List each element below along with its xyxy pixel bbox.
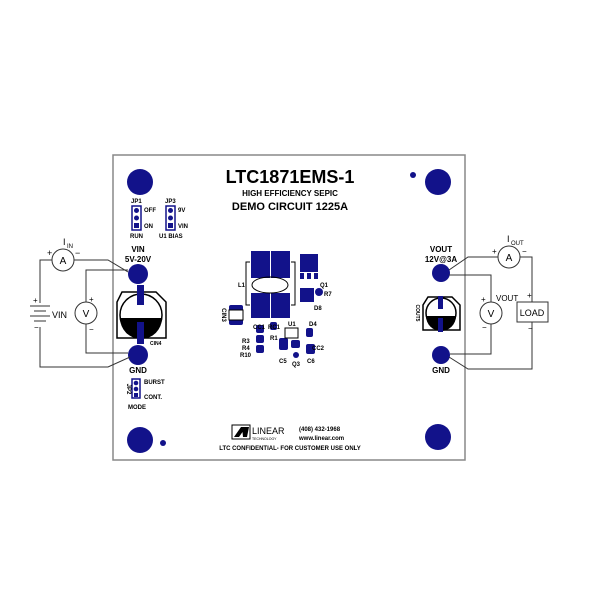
minus-sign: − <box>482 323 487 332</box>
mode-label: MODE <box>128 405 146 411</box>
r4-label: R4 <box>242 346 250 352</box>
output-wiring <box>448 256 533 370</box>
confidential-notice: LTC CONFIDENTIAL- FOR CUSTOMER USE ONLY <box>219 446 361 452</box>
plus-sign: + <box>492 247 497 256</box>
minus-sign: − <box>75 248 80 258</box>
iout-subscript: OUT <box>511 241 524 247</box>
r1-label: R1 <box>270 336 278 342</box>
l1-label: L1 <box>238 283 246 289</box>
mounting-holes <box>127 169 451 453</box>
voltmeter-symbol: V <box>83 309 90 320</box>
mounting-hole-bl <box>127 427 153 453</box>
vin-source-label: VIN <box>52 310 67 320</box>
plus-sign: + <box>33 296 38 305</box>
load-box <box>516 301 549 323</box>
input-ammeter <box>51 248 75 272</box>
vout-rating-label: 12V@3A <box>425 255 457 264</box>
u1-label: U1 <box>288 322 296 328</box>
d4-label: D4 <box>309 322 317 328</box>
via-dot <box>410 172 416 178</box>
run-label: RUN <box>130 234 143 240</box>
jp2-label: JP2 <box>125 384 131 395</box>
gnd-left-label: GND <box>129 366 147 375</box>
rc1-label: RC1 <box>268 325 281 331</box>
minus-sign: − <box>528 324 533 333</box>
plus-sign: + <box>481 295 486 304</box>
vin-range-label: 5V-20V <box>125 255 152 264</box>
plus-sign: + <box>47 248 52 258</box>
cont-label: CONT. <box>144 395 162 401</box>
d8-label: D8 <box>314 306 322 312</box>
cin4-label: CIN4 <box>150 341 162 347</box>
mounting-hole-tl <box>127 169 153 195</box>
logo-subtext: TECHNOLOGY <box>252 437 277 441</box>
minus-sign: − <box>89 325 94 334</box>
q3-label: Q3 <box>292 362 301 368</box>
vout-meter-label: VOUT <box>496 294 518 303</box>
burst-label: BURST <box>144 380 165 386</box>
cout-label: COUT5 <box>414 305 420 322</box>
vout-terminal[interactable] <box>432 264 450 282</box>
jp1-off-label: OFF <box>144 208 156 214</box>
cc2-label: CC2 <box>312 346 325 352</box>
r10-label: R10 <box>240 353 252 359</box>
logo-text: LINEAR <box>252 426 285 436</box>
cout-capacitor <box>422 296 461 332</box>
output-voltmeter <box>479 301 503 325</box>
r3-label: R3 <box>242 339 250 345</box>
jp1-on-label: ON <box>144 224 153 230</box>
input-wiring <box>30 259 131 368</box>
ammeter-symbol: A <box>506 253 513 264</box>
vout-terminal-label: VOUT <box>430 245 452 254</box>
voltmeter-symbol: V <box>488 309 495 320</box>
demo-circuit-label: DEMO CIRCUIT 1225A <box>232 201 348 213</box>
minus-sign: − <box>34 323 39 332</box>
vin-terminal-label: VIN <box>131 245 145 254</box>
mounting-hole-tr <box>425 169 451 195</box>
gnd-terminal-right[interactable] <box>432 346 450 364</box>
minus-sign: − <box>522 247 527 256</box>
board-title: LTC1871EMS-1 <box>226 167 355 187</box>
iin-label: I <box>63 237 66 247</box>
load-label: LOAD <box>520 308 545 318</box>
iout-label: I <box>507 234 510 244</box>
c6-label: C6 <box>307 359 315 365</box>
u1-bias-label: U1 BIAS <box>159 234 183 240</box>
jp3-label: JP3 <box>165 199 176 205</box>
output-ammeter <box>497 245 521 269</box>
plus-sign: + <box>527 291 532 300</box>
linear-technology-logo: LINEAR TECHNOLOGY <box>231 424 285 441</box>
website: www.linear.com <box>298 436 344 442</box>
cc1-label: CC1 <box>253 325 266 331</box>
gnd-right-label: GND <box>432 366 450 375</box>
vin-terminal[interactable] <box>128 264 148 284</box>
ammeter-symbol: A <box>60 256 67 267</box>
board-subtitle: HIGH EFFICIENCY SEPIC <box>242 189 338 198</box>
iin-subscript: IN <box>67 244 73 250</box>
cin3-label: CIN3 <box>220 308 226 322</box>
jp3-vin-label: VIN <box>178 224 188 230</box>
q1-label: Q1 <box>320 283 329 289</box>
r7-label: R7 <box>324 292 332 298</box>
mounting-hole-br <box>425 424 451 450</box>
via-dot <box>160 440 166 446</box>
cin4-capacitor <box>116 285 167 344</box>
plus-sign: + <box>89 295 94 304</box>
input-voltmeter <box>74 301 98 325</box>
jp1-label: JP1 <box>131 199 142 205</box>
c5-label: C5 <box>279 359 287 365</box>
phone-number: (408) 432-1968 <box>299 427 341 433</box>
jp3-9v-label: 9V <box>178 208 185 214</box>
gnd-terminal-left[interactable] <box>128 345 148 365</box>
